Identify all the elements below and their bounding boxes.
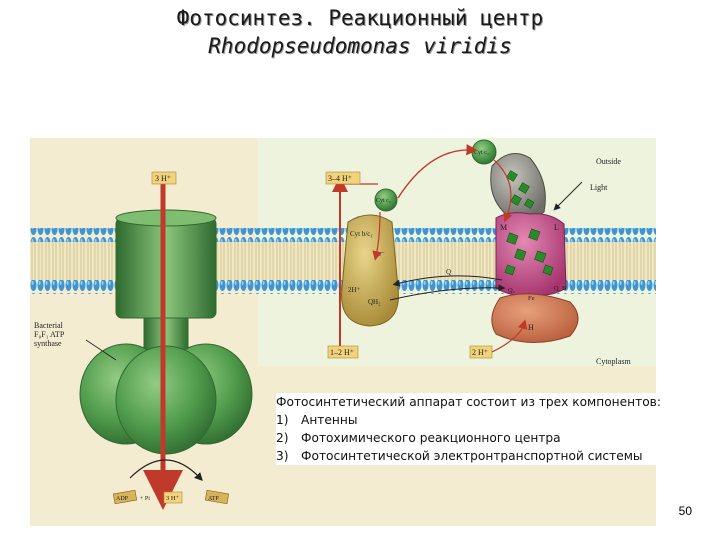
proton-label-1-2h: 1–2 H⁺ <box>330 348 354 357</box>
atp-synthase-label-3: synthase <box>34 339 62 348</box>
qh2-label: QH₂ <box>368 298 381 306</box>
q-pool-label: Q <box>446 268 451 276</box>
qb-label: Q_B <box>554 285 567 292</box>
atp-label: ATP <box>208 496 219 502</box>
caption-item-number: 2) <box>276 431 289 445</box>
atp-formation-arrow <box>129 459 203 482</box>
quinone-arrow <box>389 284 506 301</box>
cyt-c2-transfer-arrow <box>397 144 478 199</box>
atp-synthase-pointer <box>85 339 117 361</box>
two-h-label: 2H⁺ <box>348 286 361 294</box>
proton-label-2h: 2 H⁺ <box>472 348 488 357</box>
cyt-c2-top-label: Cyt c₂ <box>474 150 489 156</box>
caption-item: 2) Фотохимического реакционного центра <box>276 429 706 447</box>
fe-label: Fe <box>528 295 535 302</box>
slide-subtitle: Rhodopseudomonas viridis <box>208 34 512 58</box>
caption-item-number: 3) <box>276 449 289 463</box>
page-number: 50 <box>678 504 692 518</box>
slide-title: Фотосинтез. Реакционный центр <box>176 6 544 30</box>
light-arrow <box>553 181 583 211</box>
atp-synthase-label-2: F₀F₁ ATP <box>34 330 65 339</box>
qa-label: Qₐ <box>508 287 515 294</box>
atp-synthase <box>79 209 253 455</box>
adp-label: ADP <box>116 496 129 502</box>
caption-item: 1) Антенны <box>276 411 706 429</box>
proton-label-3h: 3 H⁺ <box>155 174 171 183</box>
caption-item-text: Фотосинтетической электронтранспортной с… <box>301 449 643 463</box>
proton-label-3-4h: 3–4 H⁺ <box>328 174 352 183</box>
caption-item-text: Антенны <box>301 413 358 427</box>
cyt-bc1-complex <box>341 214 399 327</box>
caption-block: Фотосинтетический аппарат состоит из тре… <box>276 393 706 465</box>
subunit-h-label: H <box>528 323 534 332</box>
reaction-center <box>490 153 579 344</box>
pi-label: + Pi <box>140 496 150 502</box>
subunit-l-label: L <box>554 223 559 232</box>
caption-item-number: 1) <box>276 413 289 427</box>
proton-label-bottom: 3 H⁺ <box>166 495 180 502</box>
atp-synthase-label-1: Bacterial <box>34 321 64 330</box>
outside-label: Outside <box>596 157 621 166</box>
cytoplasm-label: Cytoplasm <box>596 357 631 366</box>
electron-label: e⁻ <box>378 250 385 258</box>
caption-item: 3) Фотосинтетической электронтранспортно… <box>276 447 706 465</box>
subunit-m-label: M <box>500 223 507 232</box>
photosynthesis-diagram: Bacterial F₀F₁ ATP synthase 3 H⁺ ADP + P… <box>30 138 656 526</box>
cyt-bc1-label: Cyt b/c₁ <box>350 230 373 238</box>
caption-intro: Фотосинтетический аппарат состоит из тре… <box>276 395 661 409</box>
light-label: Light <box>590 183 608 192</box>
caption-item-text: Фотохимического реакционного центра <box>301 431 561 445</box>
cyt-c2-left-label: Cyt c₂ <box>376 198 391 204</box>
